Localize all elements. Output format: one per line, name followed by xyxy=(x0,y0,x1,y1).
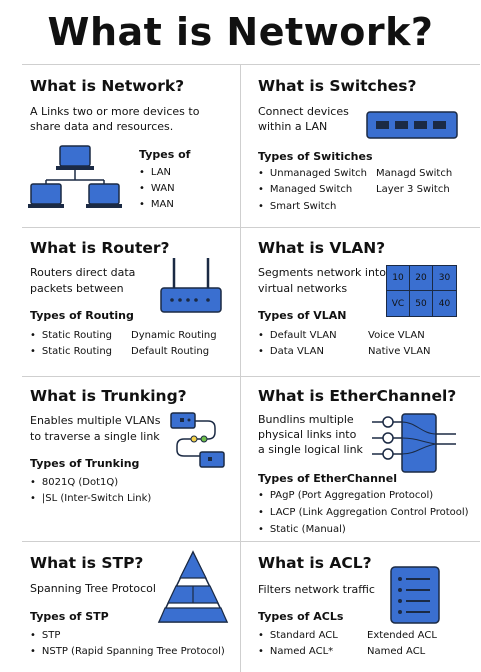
list-item: LAN xyxy=(139,167,171,178)
stp-types-heading: Types of STP xyxy=(30,610,109,623)
list-item: Smart Switch xyxy=(258,201,337,212)
trunking-desc: Enables multiple VLANs xyxy=(30,414,161,427)
list-item: Static Routing xyxy=(30,346,112,357)
list-item: |SL (Inter-Switch Link) xyxy=(30,493,151,504)
list-item: WAN xyxy=(139,183,175,194)
vlan-desc: virtual networks xyxy=(258,282,348,295)
vlan-types-heading: Types of VLAN xyxy=(258,309,347,322)
list-item: Named ACL xyxy=(367,646,426,657)
acl-desc: Filters network traffic xyxy=(258,583,375,596)
page-title: What is Network? xyxy=(47,10,434,54)
router-desc: Routers direct data xyxy=(30,266,136,279)
list-item: Dynamic Routing xyxy=(131,330,217,341)
etherchannel-bundle-icon xyxy=(372,413,456,473)
list-item: Standard ACL xyxy=(258,630,338,641)
row-divider xyxy=(22,64,480,65)
list-item: Static (Manual) xyxy=(258,524,346,535)
switches-desc: Connect devices xyxy=(258,105,349,118)
acl-types-heading: Types of ACLs xyxy=(258,610,344,623)
trunking-types-heading: Types of Trunking xyxy=(30,457,140,470)
router-heading: What is Router? xyxy=(30,239,170,257)
list-item: Extended ACL xyxy=(367,630,437,641)
vlan-grid-cell: 50 xyxy=(410,291,433,316)
network-computers-icon xyxy=(28,145,122,208)
list-item: Layer 3 Switch xyxy=(376,184,450,195)
trunking-desc: to traverse a single link xyxy=(30,430,160,443)
etherchannel-desc: physical links into xyxy=(258,428,357,441)
vlan-heading: What is VLAN? xyxy=(258,239,386,257)
list-item: PAgP (Port Aggregation Protocol) xyxy=(258,490,433,501)
row-divider xyxy=(22,541,480,542)
vlan-desc: Segments network into xyxy=(258,266,386,279)
vlan-grid-cell: 30 xyxy=(433,266,456,291)
column-divider xyxy=(240,64,241,672)
stp-heading: What is STP? xyxy=(30,554,144,572)
trunking-heading: What is Trunking? xyxy=(30,387,187,405)
list-item: Default Routing xyxy=(131,346,210,357)
router-icon xyxy=(160,258,222,313)
list-item: STP xyxy=(30,630,61,641)
vlan-grid-cell: 10 xyxy=(387,266,410,291)
switch-icon xyxy=(366,111,458,139)
list-item: MAN xyxy=(139,199,174,210)
list-item: Managd Switch xyxy=(376,168,453,179)
list-item: LACP (Link Aggregation Control Protool) xyxy=(258,507,469,518)
stp-desc: Spanning Tree Protocol xyxy=(30,582,156,595)
etherchannel-desc: a single logical link xyxy=(258,443,363,456)
switches-desc: within a LAN xyxy=(258,120,328,133)
list-item: Managed Switch xyxy=(258,184,352,195)
acl-heading: What is ACL? xyxy=(258,554,372,572)
list-item: 8021Q (Dot1Q) xyxy=(30,477,118,488)
list-item: NSTP (Rapid Spanning Tree Protocol) xyxy=(30,646,225,657)
network-desc: share data and resources. xyxy=(30,120,174,133)
stp-pyramid-icon xyxy=(157,550,229,623)
switches-heading: What is Switches? xyxy=(258,77,417,95)
row-divider xyxy=(22,227,480,228)
etherchannel-types-heading: Types of EtherChannel xyxy=(258,472,397,485)
trunk-link-icon xyxy=(170,412,225,468)
vlan-grid-cell: VC xyxy=(387,291,410,316)
network-types-heading: Types of xyxy=(139,148,191,161)
vlan-grid-icon: 10 20 30 VC 50 40 xyxy=(386,265,457,317)
list-item: Named ACL* xyxy=(258,646,333,657)
router-types-heading: Types of Routing xyxy=(30,309,134,322)
list-item: Default VLAN xyxy=(258,330,337,341)
etherchannel-desc: Bundlins multiple xyxy=(258,413,354,426)
network-heading: What is Network? xyxy=(30,77,185,95)
list-item: Voice VLAN xyxy=(368,330,425,341)
switches-types-heading: Types of Switiches xyxy=(258,150,373,163)
list-item: Static Routing xyxy=(30,330,112,341)
etherchannel-heading: What is EtherChannel? xyxy=(258,387,457,405)
router-desc: packets between xyxy=(30,282,124,295)
vlan-grid-cell: 20 xyxy=(410,266,433,291)
list-item: Unmanaged Switch xyxy=(258,168,367,179)
row-divider xyxy=(22,376,480,377)
list-item: Data VLAN xyxy=(258,346,324,357)
acl-list-icon xyxy=(390,566,440,624)
network-desc: A Links two or more devices to xyxy=(30,105,200,118)
vlan-grid-cell: 40 xyxy=(438,298,451,309)
list-item: Native VLAN xyxy=(368,346,431,357)
